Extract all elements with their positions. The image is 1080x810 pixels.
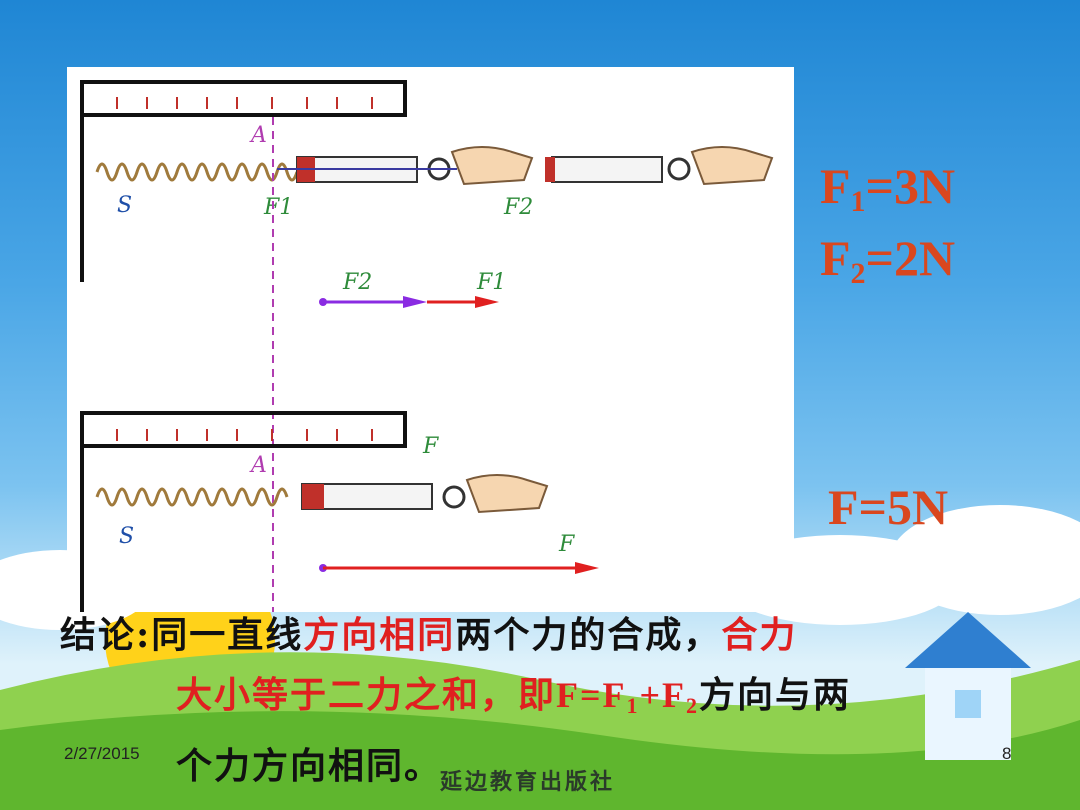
scale-cap	[302, 484, 324, 509]
f1-label: F1	[263, 195, 293, 220]
arrow-f2-label: F2	[342, 270, 372, 295]
ruler-ticks	[116, 97, 373, 109]
hand-icon	[690, 146, 774, 186]
ring-icon	[442, 485, 466, 509]
scale-cap-2	[545, 157, 555, 182]
diagram-panel: A S F1 F2 F2 F1	[67, 67, 794, 612]
hand-icon	[465, 474, 549, 514]
ruler	[80, 80, 407, 117]
arrow-f1-head	[475, 296, 499, 308]
f2-label: F2	[503, 195, 533, 220]
spring-s-label: S	[119, 524, 134, 549]
f-label: F	[422, 434, 439, 459]
bottom-setup: A S F F	[80, 411, 599, 612]
f1-value: F1=3N	[820, 158, 956, 218]
top-setup: A S F1 F2 F2 F1	[80, 80, 774, 308]
spring-scale-2	[551, 156, 663, 183]
hand-icon	[450, 146, 534, 186]
house-icon	[905, 612, 1031, 760]
arrow-f1-label: F1	[476, 270, 506, 295]
conclusion-text: 结论:同一直线方向相同两个力的合成，合力 大小等于二力之和，即F=F1+F2方向…	[60, 614, 852, 787]
publisher-logo: 延边教育出版社	[440, 770, 616, 795]
ring-icon	[667, 157, 691, 181]
point-a-label: A	[249, 453, 267, 478]
ruler	[80, 411, 407, 448]
hill-front	[0, 711, 1080, 810]
resultant-value: F=5N	[828, 479, 949, 535]
arrow-f2-head	[403, 296, 427, 308]
force-diagram: A S F1 F2 F2 F1	[80, 80, 774, 612]
spring	[95, 162, 299, 182]
spring	[95, 487, 289, 507]
arrow-f-label: F	[558, 532, 575, 557]
formula: F=F1+F2	[556, 675, 700, 718]
slide-date: 2/27/2015	[64, 744, 140, 763]
force-values: F1=3N F2=2N	[820, 158, 955, 302]
ruler-ticks	[116, 429, 373, 441]
spring-s-label: S	[117, 193, 132, 218]
f2-value: F2=2N	[820, 230, 956, 290]
arrow-f-head	[575, 562, 599, 574]
slide-number: 8	[1002, 744, 1012, 763]
point-a-label: A	[249, 123, 267, 148]
